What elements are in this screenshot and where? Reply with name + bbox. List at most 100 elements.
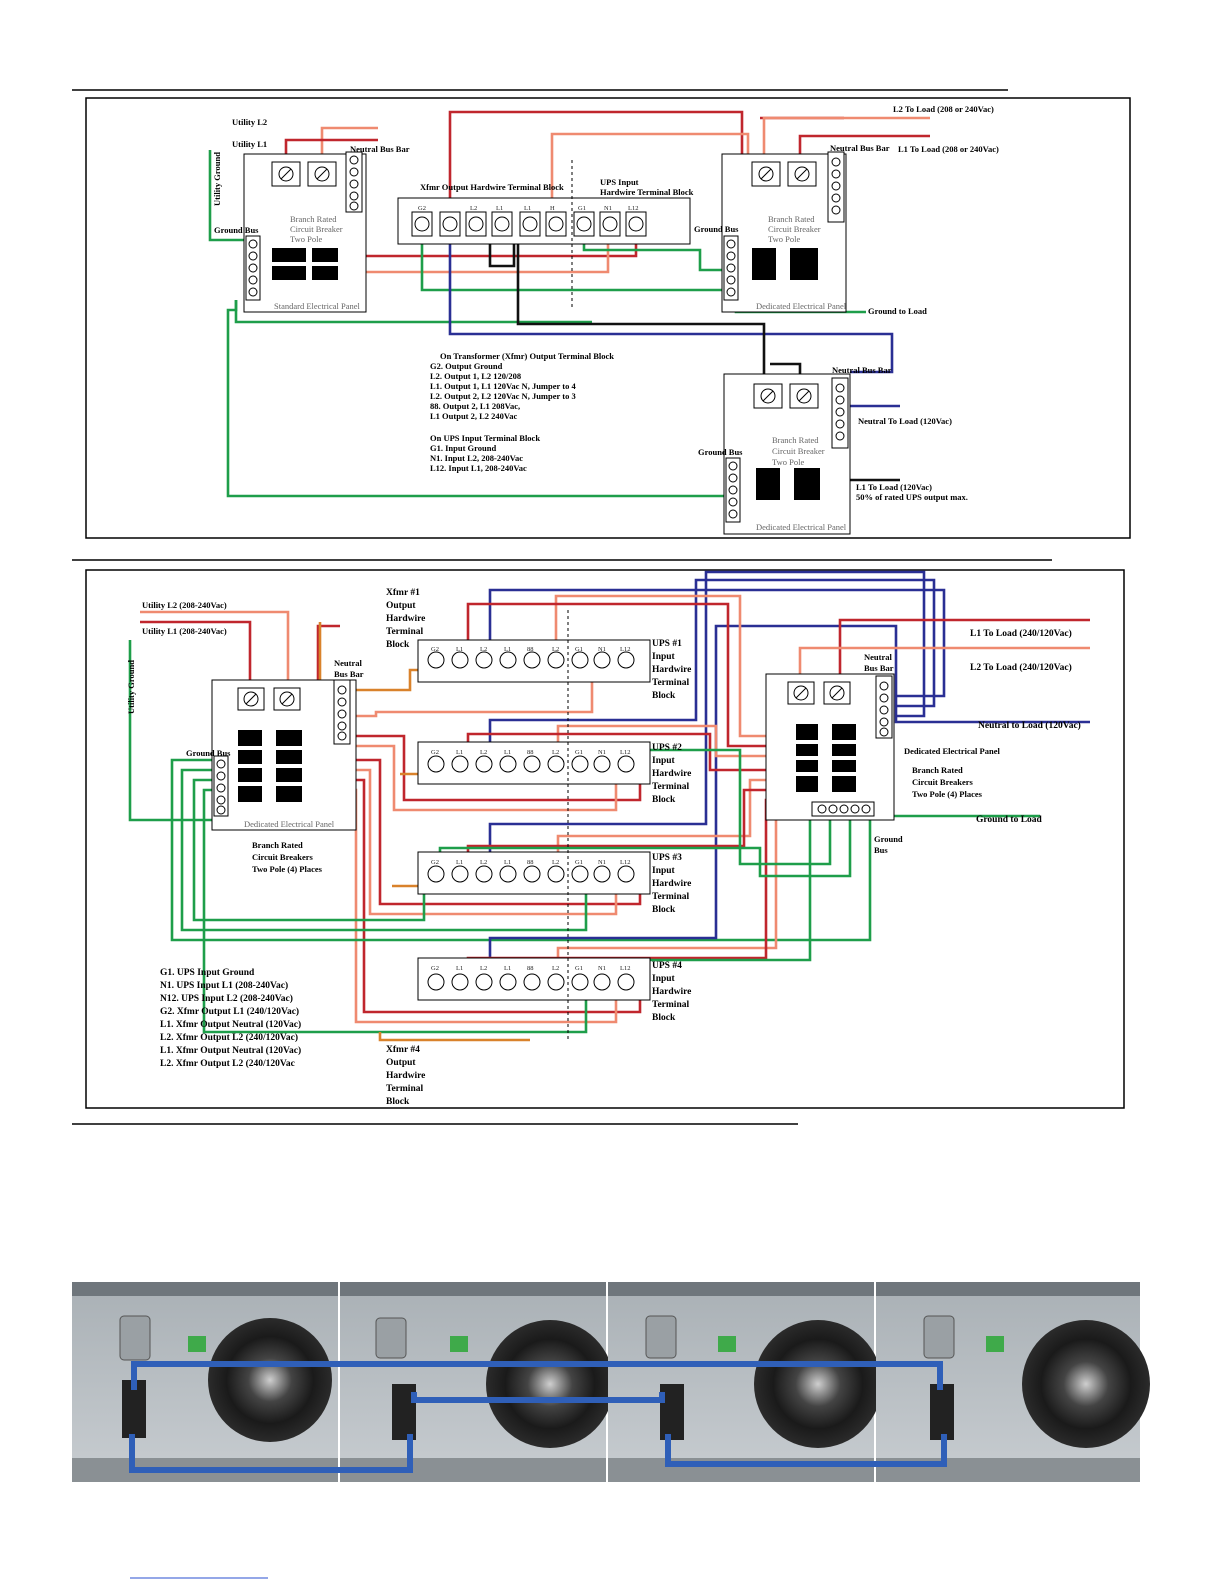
branch-label: Two Pole (4) Places <box>252 864 323 874</box>
breaker-label: Circuit Breaker <box>772 446 825 456</box>
neutral-load-label: Neutral to Load (120Vac) <box>978 720 1081 731</box>
svg-text:L2: L2 <box>552 859 559 866</box>
svg-text:G1: G1 <box>575 646 583 653</box>
svg-text:Hardwire: Hardwire <box>652 987 691 997</box>
neutral-to-load-label: Neutral To Load (120Vac) <box>858 416 952 426</box>
bus-bar-label: Bus Bar <box>334 669 364 679</box>
svg-text:N1. UPS Input L1 (208-240Vac): N1. UPS Input L1 (208-240Vac) <box>160 980 288 991</box>
terminal-block-2 <box>417 741 651 785</box>
l1-load-label: L1 To Load (208 or 240Vac) <box>898 144 999 154</box>
svg-text:L12: L12 <box>620 646 630 653</box>
svg-text:G2. Xfmr Output L1 (240/120Vac: G2. Xfmr Output L1 (240/120Vac) <box>160 1006 299 1017</box>
svg-text:Terminal: Terminal <box>386 1084 423 1094</box>
svg-text:N1: N1 <box>598 646 606 653</box>
bus-bar-label: Bus Bar <box>864 663 894 673</box>
svg-text:N1. Input L2, 208-240Vac: N1. Input L2, 208-240Vac <box>430 453 523 463</box>
ups2-label: UPS #2 Input Hardwire Terminal Block <box>652 743 691 805</box>
neutral-label: Neutral <box>864 652 892 662</box>
ground-bus-label: Ground Bus <box>214 225 259 235</box>
svg-text:G2. Output Ground: G2. Output Ground <box>430 361 503 371</box>
utility-ground-label: Utility Ground <box>212 152 222 206</box>
svg-text:Xfmr #4: Xfmr #4 <box>386 1045 420 1055</box>
diagram1-notes: On Transformer (Xfmr) Output Terminal Bl… <box>430 351 614 473</box>
branch-label: Circuit Breakers <box>912 777 974 787</box>
l2-load-label: L2 To Load (208 or 240Vac) <box>893 104 994 114</box>
breaker-label: Branch Rated <box>772 435 819 445</box>
diagram2-frame <box>85 569 1125 1109</box>
svg-text:L2: L2 <box>480 859 487 866</box>
panel-label: Dedicated Electrical Panel <box>244 819 335 829</box>
svg-text:Output: Output <box>386 1058 416 1068</box>
terminal-block-3 <box>417 851 651 895</box>
svg-text:Terminal: Terminal <box>652 892 689 902</box>
svg-text:Terminal: Terminal <box>652 1000 689 1010</box>
svg-text:On UPS Input Terminal Block: On UPS Input Terminal Block <box>430 433 540 443</box>
neutral-bus-bar <box>831 377 849 449</box>
diagram-single-ups: G2 L2 L1 L1 H G1 N1 L12 Utility L2 Utili… <box>85 97 1131 539</box>
svg-text:Block: Block <box>652 691 676 701</box>
svg-text:G2: G2 <box>431 749 439 756</box>
terminal-label: H <box>550 205 555 212</box>
svg-text:On Transformer (Xfmr) Output T: On Transformer (Xfmr) Output Terminal Bl… <box>440 351 614 361</box>
xfmr1-label: Xfmr #1 Output Hardwire Terminal Block <box>386 588 425 650</box>
breaker-label: Circuit Breaker <box>768 224 821 234</box>
branch-label: Circuit Breakers <box>252 852 314 862</box>
svg-text:L1: L1 <box>456 749 463 756</box>
ground-bus-label: Ground Bus <box>186 748 231 758</box>
ground-label: Ground <box>874 834 903 844</box>
svg-text:N12. UPS Input L2 (208-240Vac): N12. UPS Input L2 (208-240Vac) <box>160 993 293 1004</box>
ups3-label: UPS #3 Input Hardwire Terminal Block <box>652 853 691 915</box>
panel-label: Dedicated Electrical Panel <box>756 301 847 311</box>
terminal-label: N1 <box>604 205 612 212</box>
svg-text:L2: L2 <box>552 749 559 756</box>
terminal-label: L12 <box>628 205 638 212</box>
branch-label: Branch Rated <box>252 840 303 850</box>
neutral-bus-bar <box>827 151 845 223</box>
svg-text:G1. UPS Input Ground: G1. UPS Input Ground <box>160 968 255 978</box>
ups-photo-2 <box>340 1282 614 1482</box>
dedicated-electrical-panel-upper <box>721 153 847 313</box>
svg-text:G2: G2 <box>431 965 439 972</box>
ups1-label: UPS #1 Input Hardwire Terminal Block <box>652 639 691 701</box>
breaker-label: Two Pole <box>768 234 800 244</box>
svg-text:L1. Output 1, L1 120Vac N, Jum: L1. Output 1, L1 120Vac N, Jumper to 4 <box>430 381 576 391</box>
svg-text:L2: L2 <box>480 965 487 972</box>
svg-text:Output: Output <box>386 601 416 611</box>
branch-label: Branch Rated <box>912 765 963 775</box>
circuit-breaker <box>796 724 856 792</box>
neutral-bus-bar <box>875 675 893 739</box>
xfmr-block-label: Xfmr Output Hardwire Terminal Block <box>420 182 564 192</box>
svg-text:L1. Xfmr Output Neutral (120Va: L1. Xfmr Output Neutral (120Vac) <box>160 1045 301 1056</box>
ups-rear-photos <box>72 1282 1150 1482</box>
ups-photo-3 <box>608 1282 882 1482</box>
svg-text:L2. Output 2, L2 120Vac N, Jum: L2. Output 2, L2 120Vac N, Jumper to 3 <box>430 391 576 401</box>
neutral-label: Neutral <box>334 658 362 668</box>
breaker-label: Branch Rated <box>290 214 337 224</box>
ups-max-label: 50% of rated UPS output max. <box>856 492 968 502</box>
diagram1-frame <box>85 97 1131 539</box>
svg-text:Terminal: Terminal <box>386 627 423 637</box>
ups4-label: UPS #4 Input Hardwire Terminal Block <box>652 961 691 1023</box>
svg-text:Input: Input <box>652 866 676 876</box>
svg-text:L2: L2 <box>480 749 487 756</box>
svg-text:G1: G1 <box>575 859 583 866</box>
svg-text:88: 88 <box>527 749 534 756</box>
svg-text:UPS #2: UPS #2 <box>652 743 682 753</box>
panel-label: Dedicated Electrical Panel <box>756 522 847 532</box>
breaker-label: Circuit Breaker <box>290 224 343 234</box>
svg-text:Block: Block <box>386 1097 410 1107</box>
svg-text:Input: Input <box>652 652 676 662</box>
svg-text:UPS #4: UPS #4 <box>652 961 682 971</box>
l2-load-label: L2 To Load (240/120Vac) <box>970 662 1072 673</box>
svg-text:N1: N1 <box>598 965 606 972</box>
ground-bus <box>725 457 741 523</box>
svg-text:L1: L1 <box>504 859 511 866</box>
panel-label: Standard Electrical Panel <box>274 301 361 311</box>
svg-text:88: 88 <box>527 646 534 653</box>
ups-block-label: Hardwire Terminal Block <box>600 187 694 197</box>
svg-text:L1 Output 2, L2 240Vac: L1 Output 2, L2 240Vac <box>430 411 518 421</box>
svg-text:N1: N1 <box>598 859 606 866</box>
svg-text:Block: Block <box>386 640 410 650</box>
svg-text:Xfmr #1: Xfmr #1 <box>386 588 420 598</box>
